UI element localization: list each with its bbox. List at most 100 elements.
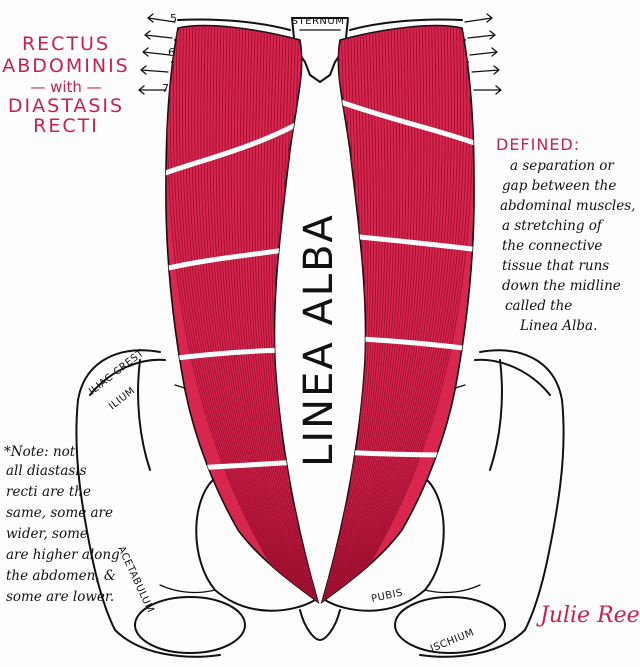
pubis-label: PUBIS: [370, 588, 404, 605]
rib-number-5: 5: [170, 12, 177, 25]
muscle-fiber: [331, 25, 422, 602]
diagram-title: RECTUS ABDOMINIS — with — DIASTASIS RECT…: [2, 33, 130, 137]
note-line: some are lower.: [6, 589, 114, 605]
muscle-fiber: [334, 25, 443, 602]
muscle-fiber: [324, 25, 375, 602]
muscle-fiber: [337, 25, 459, 602]
sternum-label: STERNUM: [292, 16, 345, 27]
muscle-fiber: [254, 25, 314, 602]
muscle-fiber: [329, 25, 407, 602]
muscle-fiber: [335, 25, 446, 602]
muscle-fiber: [334, 25, 437, 602]
muscle-fiber: [326, 25, 389, 602]
muscle-fiber: [218, 25, 309, 602]
muscle-fiber: [324, 25, 377, 602]
note-line: recti are the: [6, 484, 91, 500]
muscle-fiber: [336, 25, 455, 602]
muscle-fiber: [242, 25, 313, 602]
definition-line: gap between the: [502, 178, 616, 194]
muscle-fiber: [332, 25, 428, 602]
note-line: all diastasis: [6, 463, 87, 479]
muscle-fiber: [325, 25, 380, 602]
muscle-fiber: [248, 25, 313, 602]
note-line: wider, some: [6, 526, 88, 542]
muscle-fiber: [215, 25, 308, 602]
muscle-fiber: [212, 25, 308, 602]
muscle-fiber: [172, 25, 302, 602]
definition-line: Linea Alba.: [519, 318, 597, 334]
definition-line: abdominal muscles,: [500, 198, 635, 214]
muscle-fiber: [191, 25, 305, 602]
muscle-fiber: [327, 25, 398, 602]
muscle-fiber: [330, 25, 413, 602]
muscle-fiber: [328, 25, 401, 602]
muscle-fiber: [260, 25, 315, 602]
title-line-5: RECTI: [33, 115, 99, 137]
definition-line: down the midline: [502, 278, 621, 294]
muscle-fiber: [333, 25, 431, 602]
muscle-fiber: [245, 25, 313, 602]
muscle-fiber: [185, 25, 304, 602]
muscle-fiber: [209, 25, 307, 602]
muscle-fiber: [338, 25, 468, 602]
muscle-fiber: [327, 25, 392, 602]
title-line-4: DIASTASIS: [8, 95, 124, 117]
title-line-3: — with —: [30, 78, 101, 96]
muscle-fiber: [181, 25, 303, 602]
muscle-fiber: [329, 25, 410, 602]
muscle-fiber: [335, 25, 449, 602]
muscle-fiber: [339, 25, 471, 602]
rib-number-6: 6: [168, 46, 175, 59]
muscle-fiber: [263, 25, 316, 602]
note-line: same, some are: [6, 505, 113, 521]
muscle-fiber: [239, 25, 312, 602]
muscle-fiber: [330, 25, 416, 602]
muscle-fiber: [327, 25, 395, 602]
acetabulum-label: ACETABULUM: [115, 545, 156, 615]
muscle-fiber: [331, 25, 419, 602]
definition-heading: DEFINED:: [496, 135, 580, 154]
muscle-fiber: [337, 25, 462, 602]
muscle-fiber: [265, 25, 316, 602]
muscle-fiber: [323, 25, 369, 602]
rib-arrows-left: [138, 13, 176, 95]
definition-line: a stretching of: [502, 218, 604, 234]
definition-block: DEFINED: a separation or gap between the…: [496, 135, 635, 334]
muscle-fiber: [334, 25, 440, 602]
muscle-fiber: [328, 25, 404, 602]
muscle-fiber: [332, 25, 425, 602]
definition-line: tissue that runs: [502, 258, 609, 274]
linea-alba-label: LINEA ALBA: [296, 213, 342, 467]
muscle-fiber: [338, 25, 465, 602]
muscle-fiber: [325, 25, 383, 602]
muscle-fiber: [194, 25, 305, 602]
muscle-fiber: [188, 25, 304, 602]
muscle-fiber: [233, 25, 311, 602]
muscle-fiber: [200, 25, 306, 602]
muscle-fiber: [257, 25, 315, 602]
note-block: *Note: not all diastasis recti are the s…: [4, 444, 120, 605]
muscle-fiber: [221, 25, 309, 602]
rib-number-7: 7: [162, 82, 169, 95]
rib-arrows-right: [464, 13, 502, 95]
title-line-1: RECTUS: [22, 33, 110, 55]
artist-signature: Julie Reed: [536, 603, 640, 628]
muscle-fiber: [230, 25, 311, 602]
muscle-fiber: [236, 25, 312, 602]
note-line: are higher along: [6, 547, 120, 563]
definition-line: called the: [505, 298, 572, 314]
muscle-fiber: [336, 25, 452, 602]
muscle-fiber: [169, 25, 301, 602]
muscle-fiber: [175, 25, 302, 602]
definition-line: the connective: [502, 238, 602, 254]
muscle-fiber: [326, 25, 386, 602]
definition-line: a separation or: [510, 158, 615, 174]
muscle-fiber: [271, 25, 317, 602]
muscle-fiber: [323, 25, 372, 602]
muscle-fiber: [268, 25, 317, 602]
rectus-right-muscle: [320, 24, 475, 605]
muscle-fiber: [224, 25, 310, 602]
title-line-2: ABDOMINIS: [2, 55, 130, 77]
